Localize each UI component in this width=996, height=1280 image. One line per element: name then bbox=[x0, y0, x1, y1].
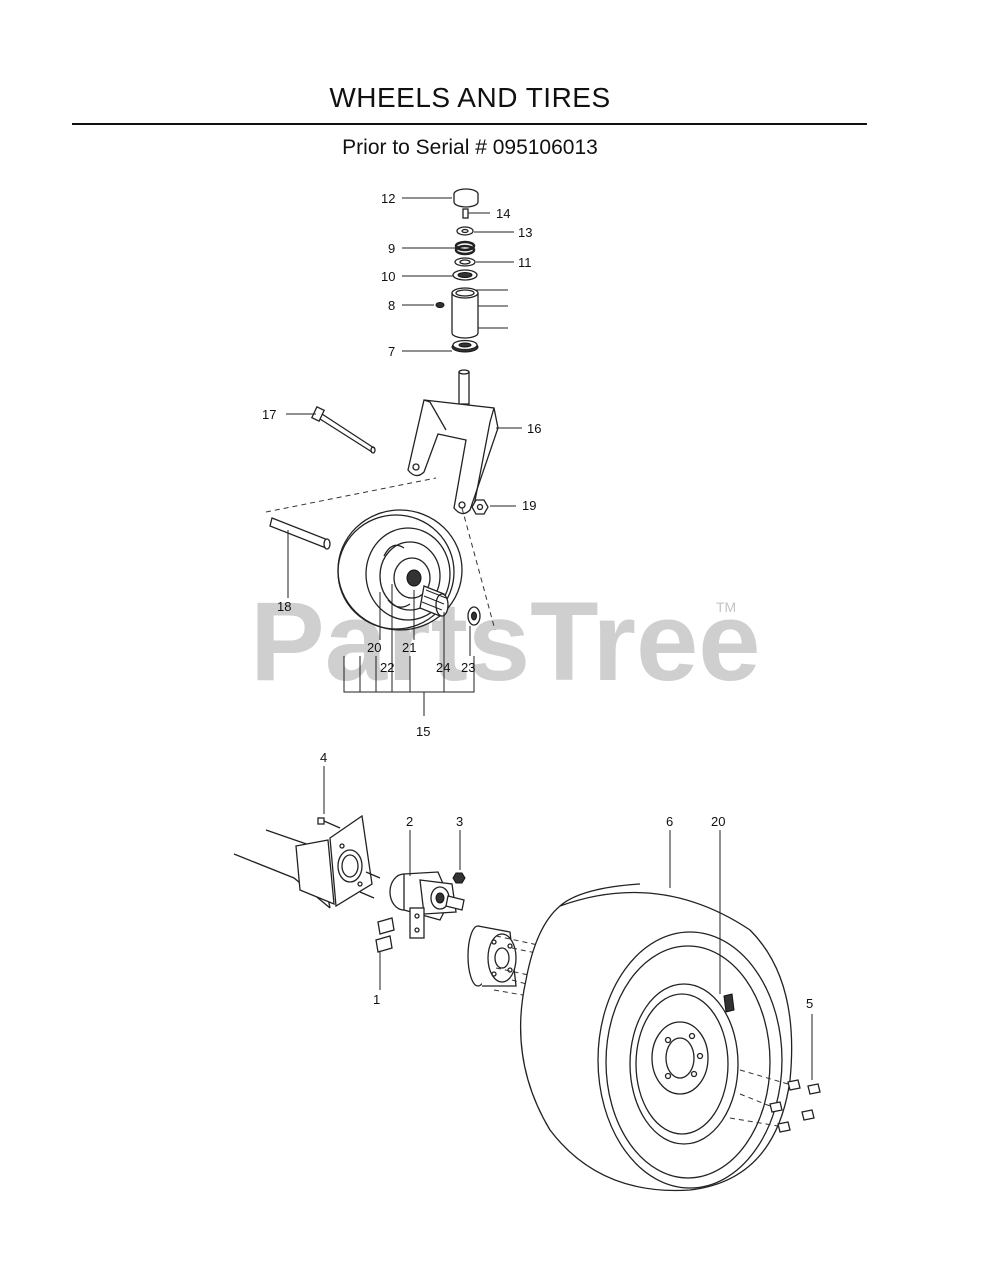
assembly-line bbox=[461, 507, 496, 631]
callout-24: 24 bbox=[436, 660, 450, 675]
callout-15: 15 bbox=[416, 724, 430, 739]
part-wheel-hub bbox=[467, 925, 517, 987]
callout-5: 5 bbox=[806, 996, 813, 1011]
part-spacer-tube bbox=[269, 517, 331, 550]
callout-1: 1 bbox=[373, 992, 380, 1007]
part-spring-washer bbox=[454, 240, 476, 256]
part-upper-bearing bbox=[452, 269, 478, 281]
part-valve-stem bbox=[723, 993, 735, 1013]
callout-8: 8 bbox=[388, 298, 395, 313]
callout-2: 2 bbox=[406, 814, 413, 829]
part-grease-fitting bbox=[435, 302, 445, 308]
callout-13: 13 bbox=[518, 225, 532, 240]
callout-7: 7 bbox=[388, 344, 395, 359]
part-caster-fork bbox=[407, 369, 499, 515]
callout-6: 6 bbox=[666, 814, 673, 829]
part-motor-nut bbox=[452, 872, 466, 884]
callout-20: 20 bbox=[367, 640, 381, 655]
part-lock-nut bbox=[471, 499, 489, 515]
callout-23: 23 bbox=[461, 660, 475, 675]
callout-20-drive: 20 bbox=[711, 814, 725, 829]
part-dust-cap bbox=[453, 188, 479, 208]
part-wheel-motor bbox=[389, 871, 465, 939]
callout-14: 14 bbox=[496, 206, 510, 221]
group-bracket bbox=[343, 656, 475, 716]
callouts-drive: 4 2 3 6 20 1 5 bbox=[320, 750, 813, 1011]
part-nut bbox=[456, 226, 474, 236]
callout-16: 16 bbox=[527, 421, 541, 436]
part-axle-bolt bbox=[310, 406, 376, 454]
callouts-caster: 12 14 13 9 11 10 8 7 17 16 19 18 20 22 2… bbox=[262, 191, 541, 739]
page-subtitle: Prior to Serial # 095106013 bbox=[342, 136, 598, 159]
part-drive-tire bbox=[519, 883, 793, 1192]
part-washer bbox=[454, 257, 476, 267]
leader-lines-drive bbox=[323, 766, 813, 1080]
callout-11: 11 bbox=[518, 255, 532, 270]
callout-12: 12 bbox=[381, 191, 395, 206]
part-frame-rail bbox=[233, 814, 373, 909]
part-lug-nuts bbox=[729, 1069, 821, 1133]
callout-19: 19 bbox=[522, 498, 536, 513]
part-roller-bearing bbox=[419, 585, 449, 617]
part-caster-sleeve bbox=[451, 287, 479, 339]
callout-4: 4 bbox=[320, 750, 327, 765]
part-hydraulic-fittings bbox=[375, 917, 395, 953]
callout-22: 22 bbox=[380, 660, 394, 675]
watermark-text: PartsTree bbox=[250, 579, 761, 704]
watermark-trademark: TM bbox=[716, 599, 736, 615]
callout-9: 9 bbox=[388, 241, 395, 256]
caster-assembly bbox=[265, 188, 499, 716]
callout-3: 3 bbox=[456, 814, 463, 829]
page-title: WHEELS AND TIRES bbox=[329, 82, 611, 113]
callout-10: 10 bbox=[381, 269, 395, 284]
callout-21: 21 bbox=[402, 640, 416, 655]
leader-lines-caster bbox=[286, 197, 522, 656]
callout-17: 17 bbox=[262, 407, 276, 422]
part-cap-bolt bbox=[462, 208, 469, 219]
drive-wheel-assembly bbox=[233, 814, 821, 1192]
callout-18: 18 bbox=[277, 599, 291, 614]
assembly-line bbox=[265, 477, 437, 513]
part-lower-bearing bbox=[451, 339, 479, 353]
title-divider bbox=[72, 123, 867, 125]
part-wheel-washer bbox=[467, 606, 481, 626]
part-mount-bolts bbox=[317, 817, 381, 899]
